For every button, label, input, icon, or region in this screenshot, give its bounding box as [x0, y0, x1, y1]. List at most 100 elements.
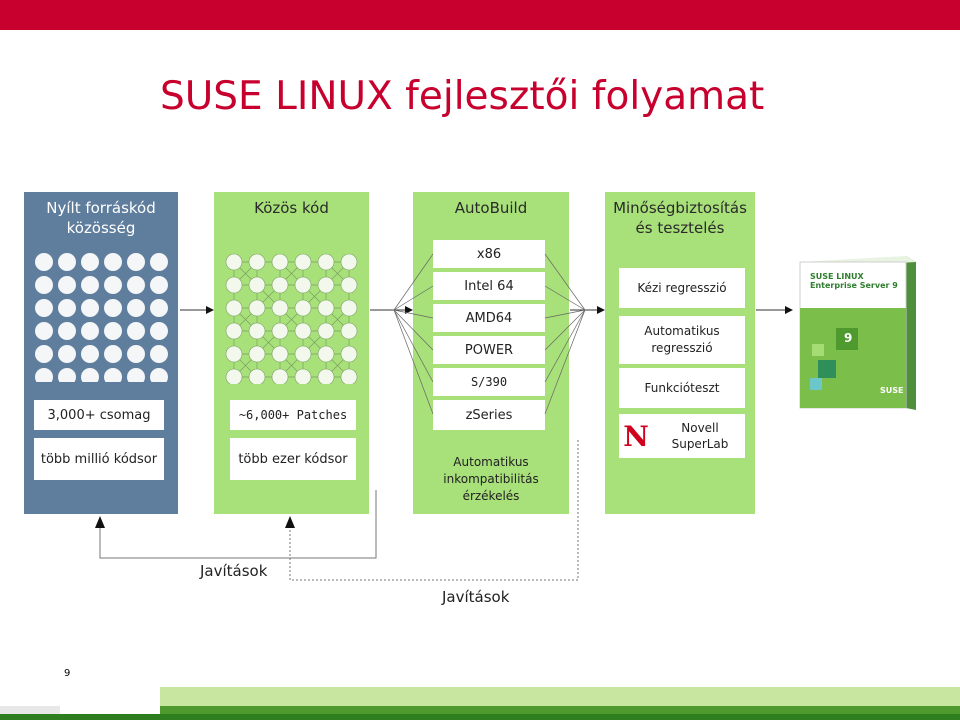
network-node: [225, 368, 243, 384]
novell-superlab-label: Novell SuperLab: [671, 421, 729, 451]
community-dot: [81, 345, 99, 363]
network-node: [317, 253, 335, 271]
network-node: [317, 276, 335, 294]
community-dot: [127, 345, 145, 363]
page-number: 9: [64, 668, 71, 679]
community-dot: [35, 368, 53, 382]
community-dot: [150, 276, 168, 294]
network-node: [317, 299, 335, 317]
qa-title: Minőségbiztosítás és tesztelés: [613, 199, 747, 237]
qa-automatic-regression: Automatikus regresszió: [619, 316, 745, 364]
qa-manual-regression: Kézi regresszió: [619, 268, 745, 308]
platform-x86: x86: [433, 240, 545, 268]
community-dot: [104, 276, 122, 294]
community-dot: [35, 299, 53, 317]
network-node: [294, 253, 312, 271]
network-node: [340, 322, 358, 340]
fixes-label-1: Javítások: [200, 562, 268, 580]
community-package-count: 3,000+ csomag: [34, 400, 164, 430]
community-dot: [150, 253, 168, 271]
platform-intel64: Intel 64: [433, 272, 545, 300]
network-node: [248, 299, 266, 317]
network-node: [225, 345, 243, 363]
fan-in-autobuild: [393, 253, 434, 415]
network-node: [271, 345, 289, 363]
feedback-arrowhead-1: [95, 516, 105, 528]
network-node: [271, 322, 289, 340]
network-node: [294, 322, 312, 340]
platform-s390: S/390: [433, 368, 545, 396]
network-node: [317, 322, 335, 340]
community-dot: [58, 253, 76, 271]
common-code-lines: több ezer kódsor: [230, 438, 356, 480]
network-node: [225, 322, 243, 340]
feedback-arrowhead-2: [285, 516, 295, 528]
autobuild-column: AutoBuild x86 Intel 64 AMD64 POWER S/390…: [413, 192, 569, 514]
community-dot: [104, 345, 122, 363]
community-dot: [104, 368, 122, 382]
common-code-column: Közös kód ~6,000+ Patches több ezer kóds…: [214, 192, 369, 514]
community-dot: [127, 322, 145, 340]
community-dot: [127, 368, 145, 382]
qa-function-test: Funkcióteszt: [619, 368, 745, 408]
network-node: [340, 253, 358, 271]
common-code-title: Közös kód: [254, 199, 329, 217]
community-dot: [35, 253, 53, 271]
community-title: Nyílt forráskód közösség: [46, 199, 156, 237]
autobuild-incompatibility-note: Automatikus inkompatibilitás érzékelés: [443, 455, 539, 503]
network-node: [225, 253, 243, 271]
network-node: [248, 253, 266, 271]
network-node: [225, 276, 243, 294]
community-dot: [104, 299, 122, 317]
autobuild-title: AutoBuild: [454, 199, 528, 217]
footer-dark-band: [160, 706, 960, 714]
platform-zseries: zSeries: [433, 400, 545, 430]
community-dot: [150, 299, 168, 317]
network-node: [317, 368, 335, 384]
network-node: [294, 276, 312, 294]
community-dot: [81, 276, 99, 294]
product-version-badge: 9: [844, 331, 853, 345]
community-dot: [81, 253, 99, 271]
fan-out-autobuild: [544, 253, 586, 415]
network-node: [317, 345, 335, 363]
community-dot: [35, 276, 53, 294]
community-dot: [58, 368, 76, 382]
suse-logo: SUSE: [880, 386, 904, 395]
network-node: [294, 299, 312, 317]
top-brand-bar: [0, 0, 960, 30]
feedback-line-2: [289, 440, 579, 581]
platform-amd64: AMD64: [433, 304, 545, 332]
footer-bottom-line: [0, 714, 960, 720]
product-box: SUSE LINUX Enterprise Server 9 9 SUSE: [796, 252, 920, 412]
network-node: [340, 345, 358, 363]
community-dot: [104, 253, 122, 271]
network-node: [271, 299, 289, 317]
network-node: [340, 368, 358, 384]
product-name-line1: SUSE LINUX: [810, 272, 864, 281]
platform-power: POWER: [433, 336, 545, 364]
community-dot: [58, 299, 76, 317]
community-dot: [150, 368, 168, 382]
community-dot: [81, 322, 99, 340]
network-node: [248, 368, 266, 384]
community-dot: [58, 276, 76, 294]
slide-title: SUSE LINUX fejlesztői folyamat: [160, 74, 765, 119]
community-dot: [35, 322, 53, 340]
community-code-lines: több millió kódsor: [34, 438, 164, 480]
community-dot: [127, 253, 145, 271]
network-node: [294, 368, 312, 384]
network-node: [271, 368, 289, 384]
community-dot: [127, 299, 145, 317]
network-node: [225, 299, 243, 317]
community-dot: [58, 322, 76, 340]
novell-superlab-box: N Novell SuperLab: [619, 414, 745, 458]
common-code-network-grid: [225, 253, 358, 384]
community-dot: [150, 345, 168, 363]
network-node: [248, 322, 266, 340]
community-dot: [104, 322, 122, 340]
network-node: [271, 253, 289, 271]
community-dot: [127, 276, 145, 294]
community-dots-grid: [35, 253, 168, 382]
